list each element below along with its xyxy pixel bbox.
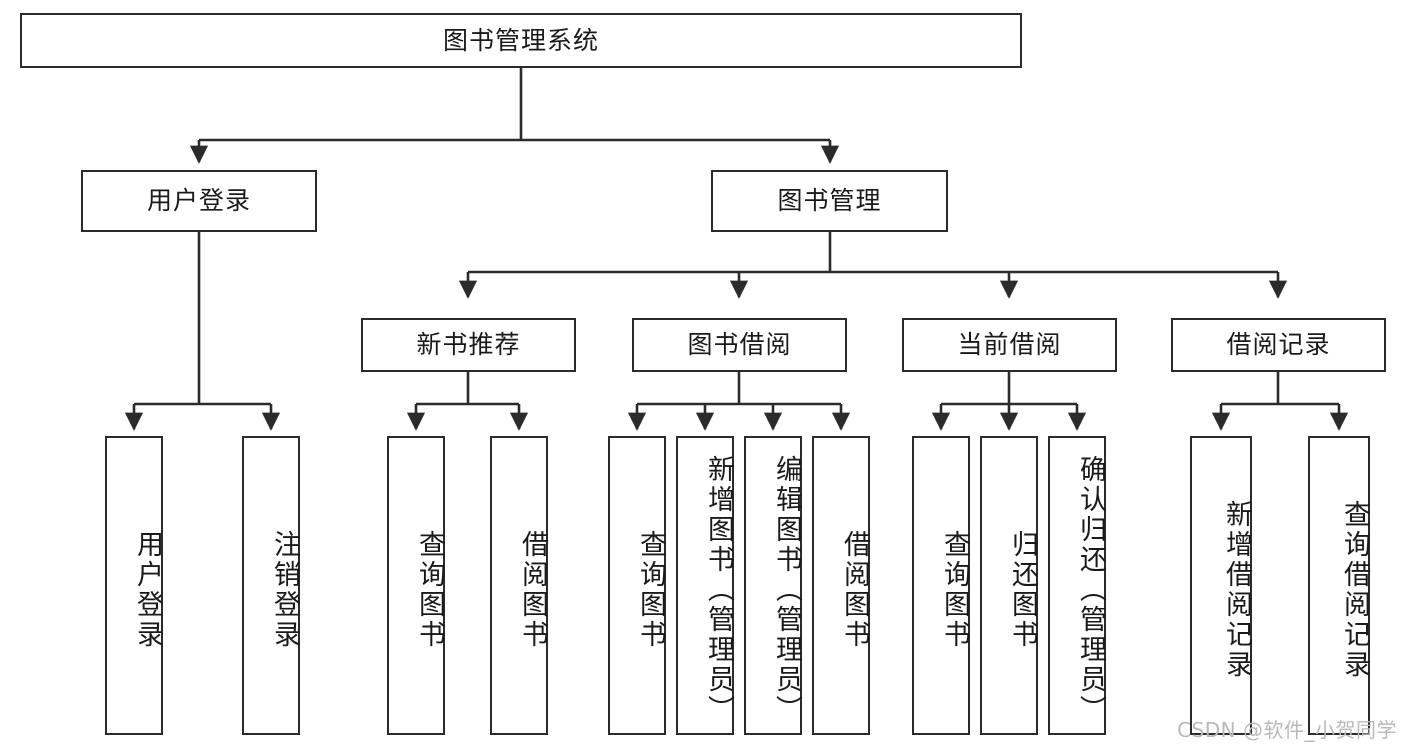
watermark-text: CSDN @软件_小贺同学 (1177, 718, 1397, 742)
node-new-book-recommend[interactable]: 新书推荐 (361, 318, 576, 372)
node-leaf-add-borrow-record-label: 新增借阅记录 (1221, 499, 1252, 680)
node-leaf-user-logout-label: 注销登录 (269, 529, 300, 650)
node-root[interactable]: 图书管理系统 (20, 13, 1022, 68)
node-leaf-user-logout[interactable]: 注销登录 (242, 436, 300, 735)
node-book-manage-label: 图书管理 (777, 186, 882, 216)
node-leaf-query-book-rec-label: 查询图书 (414, 529, 445, 650)
node-leaf-query-book-current[interactable]: 查询图书 (912, 436, 970, 735)
node-borrow-record-label: 借阅记录 (1226, 330, 1331, 360)
node-leaf-edit-book-admin-label: 编辑图书（管理员） (771, 454, 802, 725)
node-user-login[interactable]: 用户登录 (81, 170, 317, 232)
node-book-borrow-label: 图书借阅 (687, 330, 792, 360)
node-book-borrow[interactable]: 图书借阅 (632, 318, 847, 372)
node-leaf-user-login-label: 用户登录 (132, 529, 163, 650)
node-leaf-return-book-label: 归还图书 (1007, 529, 1038, 650)
node-leaf-confirm-return-admin[interactable]: 确认归还（管理员） (1048, 436, 1106, 735)
node-leaf-query-borrow-record-label: 查询借阅记录 (1339, 499, 1370, 680)
node-leaf-query-book-borrow-label: 查询图书 (635, 529, 666, 650)
node-current-borrow[interactable]: 当前借阅 (902, 318, 1117, 372)
node-leaf-query-book-rec[interactable]: 查询图书 (387, 436, 445, 735)
node-book-manage[interactable]: 图书管理 (711, 170, 948, 232)
node-user-login-label: 用户登录 (146, 186, 251, 216)
node-leaf-return-book[interactable]: 归还图书 (980, 436, 1038, 735)
node-leaf-confirm-return-admin-label: 确认归还（管理员） (1075, 454, 1106, 725)
node-root-label: 图书管理系统 (442, 25, 599, 55)
node-leaf-user-login[interactable]: 用户登录 (105, 436, 163, 735)
node-current-borrow-label: 当前借阅 (957, 330, 1062, 360)
node-leaf-add-borrow-record[interactable]: 新增借阅记录 (1190, 436, 1252, 735)
node-leaf-query-book-borrow[interactable]: 查询图书 (608, 436, 666, 735)
node-leaf-borrow-book[interactable]: 借阅图书 (812, 436, 870, 735)
node-borrow-record[interactable]: 借阅记录 (1171, 318, 1386, 372)
node-leaf-borrow-book-rec[interactable]: 借阅图书 (490, 436, 548, 735)
node-new-book-recommend-label: 新书推荐 (416, 330, 521, 360)
node-leaf-borrow-book-label: 借阅图书 (839, 529, 870, 650)
node-leaf-edit-book-admin[interactable]: 编辑图书（管理员） (744, 436, 802, 735)
node-leaf-add-book-admin-label: 新增图书（管理员） (703, 454, 734, 725)
node-leaf-borrow-book-rec-label: 借阅图书 (517, 529, 548, 650)
node-leaf-add-book-admin[interactable]: 新增图书（管理员） (676, 436, 734, 735)
node-leaf-query-borrow-record[interactable]: 查询借阅记录 (1308, 436, 1370, 735)
node-leaf-query-book-current-label: 查询图书 (939, 529, 970, 650)
